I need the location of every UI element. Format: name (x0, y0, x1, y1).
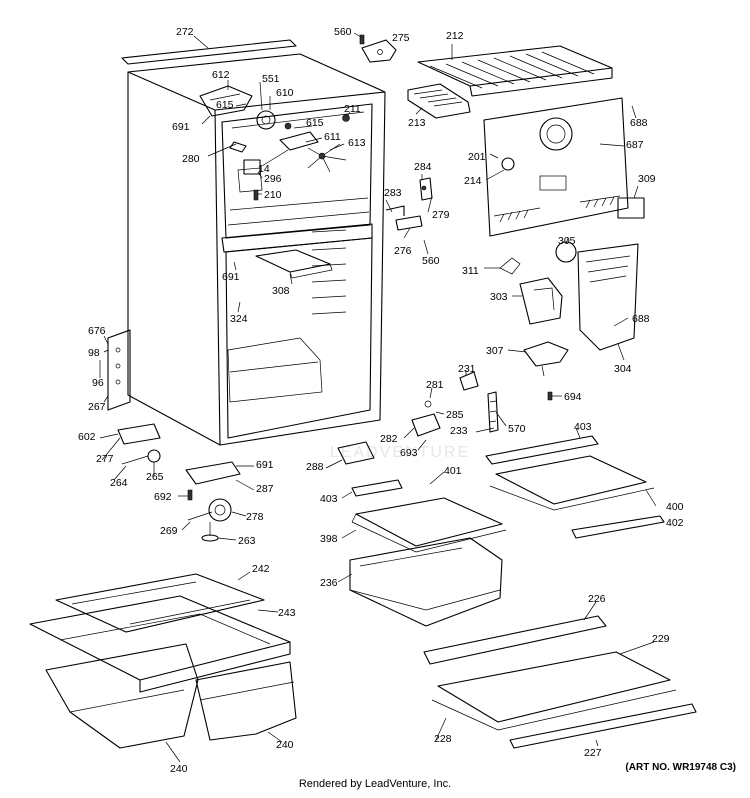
callout-210: 210 (264, 189, 282, 201)
control-parts (385, 177, 639, 401)
leader-lines (99, 32, 665, 763)
callout-labels: 272 560 275 212 612 551 610 615 691 211 … (78, 26, 684, 775)
callout-615-b: 615 (306, 117, 324, 129)
freezer-components (199, 85, 350, 201)
callout-287: 287 (256, 483, 274, 495)
callout-228: 228 (434, 733, 452, 745)
crisper-assembly (29, 573, 297, 749)
callout-307: 307 (486, 345, 504, 357)
callout-309: 309 (638, 173, 656, 185)
callout-275: 275 (392, 32, 410, 44)
callout-303: 303 (490, 291, 508, 303)
center-hardware (117, 371, 499, 542)
callout-281: 281 (426, 379, 444, 391)
evaporator-cover (483, 97, 629, 237)
callout-280: 280 (182, 153, 200, 165)
callout-615: 615 (216, 99, 234, 111)
callout-211: 211 (344, 103, 361, 115)
callout-570: 570 (508, 423, 526, 435)
callout-398: 398 (320, 533, 338, 545)
callout-243: 243 (278, 607, 296, 619)
callout-229: 229 (652, 633, 670, 645)
callout-265: 265 (146, 471, 164, 483)
callout-676: 676 (88, 325, 106, 337)
callout-551: 551 (262, 73, 280, 85)
callout-692: 692 (154, 491, 172, 503)
callout-611: 611 (324, 131, 341, 143)
callout-213: 213 (408, 117, 426, 129)
callout-691-c: 691 (256, 459, 274, 471)
callout-214: 214 (464, 175, 482, 187)
callout-694: 694 (564, 391, 582, 403)
callout-272: 272 (176, 26, 194, 38)
callout-401: 401 (444, 465, 462, 477)
callout-688: 688 (630, 117, 648, 129)
callout-402: 402 (666, 517, 684, 529)
callout-98: 98 (88, 347, 100, 359)
callout-233: 233 (450, 425, 468, 437)
callout-96: 96 (92, 377, 104, 389)
callout-560: 560 (334, 26, 352, 38)
callout-240: 240 (170, 763, 188, 775)
callout-560-b: 560 (422, 255, 440, 267)
callout-687: 687 (626, 139, 644, 151)
callout-231: 231 (458, 363, 476, 375)
top-hinge (359, 34, 397, 63)
callout-693: 693 (400, 447, 418, 459)
callout-691-b: 691 (222, 271, 240, 283)
freezer-wire-shelf (417, 45, 613, 97)
callout-277: 277 (96, 453, 114, 465)
callout-403-b: 403 (320, 493, 338, 505)
callout-263: 263 (238, 535, 256, 547)
footer-credit: Rendered by LeadVenture, Inc. (298, 778, 452, 790)
callout-305: 305 (558, 235, 576, 247)
callout-276: 276 (394, 245, 412, 257)
callout-602: 602 (78, 431, 96, 443)
callout-242: 242 (252, 563, 270, 575)
callout-691: 691 (172, 121, 190, 133)
callout-296: 296 (264, 173, 282, 185)
art-number: (ART NO. WR19748 C3) (625, 762, 736, 773)
glass-shelves (349, 435, 697, 749)
callout-269: 269 (160, 525, 178, 537)
ice-tray (407, 83, 471, 119)
callout-324: 324 (230, 313, 248, 325)
callout-236: 236 (320, 577, 338, 589)
callout-308: 308 (272, 285, 290, 297)
callout-610: 610 (276, 87, 294, 99)
refrigerator-cabinet (107, 39, 386, 446)
callout-264: 264 (110, 477, 128, 489)
label-309 (617, 197, 645, 219)
callout-240-b: 240 (276, 739, 294, 751)
callout-285: 285 (446, 409, 464, 421)
callout-283: 283 (384, 187, 402, 199)
callout-212: 212 (446, 30, 464, 42)
callout-14: 14 (258, 163, 270, 175)
callout-267: 267 (88, 401, 106, 413)
callout-278: 278 (246, 511, 264, 523)
callout-311: 311 (462, 265, 479, 277)
callout-284: 284 (414, 161, 432, 173)
callout-227: 227 (584, 747, 602, 759)
callout-288: 288 (306, 461, 324, 473)
callout-400: 400 (666, 501, 684, 513)
callout-282: 282 (380, 433, 398, 445)
callout-688-b: 688 (632, 313, 650, 325)
watermark: LEADVENTURE (329, 444, 471, 461)
callout-279: 279 (432, 209, 450, 221)
callout-226: 226 (588, 593, 606, 605)
callout-613: 613 (348, 137, 366, 149)
callout-612: 612 (212, 69, 230, 81)
callout-403: 403 (574, 421, 592, 433)
callout-304: 304 (614, 363, 632, 375)
callout-201: 201 (468, 151, 486, 163)
